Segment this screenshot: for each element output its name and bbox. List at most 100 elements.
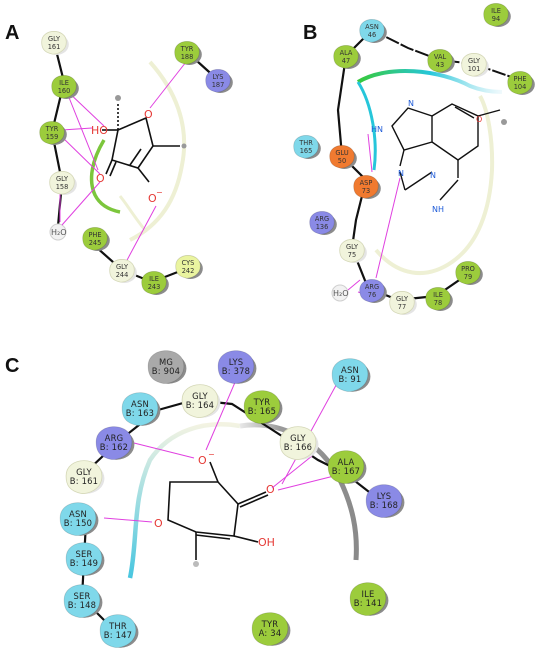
residue-body bbox=[455, 261, 481, 285]
residue-name: ARG bbox=[365, 283, 379, 291]
ligand-a bbox=[102, 104, 180, 183]
residue-body bbox=[327, 450, 365, 484]
residue-number: 77 bbox=[398, 303, 406, 311]
residue-body bbox=[333, 45, 359, 69]
atom-n-mid: N bbox=[398, 169, 404, 178]
ligand-c bbox=[167, 461, 269, 560]
residue-body bbox=[359, 19, 385, 43]
atom-n-top: N bbox=[408, 99, 414, 108]
residue-body bbox=[389, 291, 415, 315]
atom-ring-oxygen: O bbox=[154, 517, 163, 530]
residue-number: A: 34 bbox=[259, 628, 282, 638]
residue-number: 242 bbox=[182, 267, 195, 275]
water-label: H₂O bbox=[51, 228, 67, 237]
residue-body bbox=[329, 145, 355, 169]
methyl-dot bbox=[193, 561, 199, 567]
residue-number: 46 bbox=[368, 31, 376, 39]
residue-name: VAL bbox=[434, 53, 447, 61]
residue-body bbox=[147, 350, 185, 384]
atom-hydroxyl: OH bbox=[258, 536, 275, 549]
residue-number: B: 147 bbox=[104, 630, 132, 640]
atom-hydroxyl: HO bbox=[91, 124, 108, 137]
residue-body bbox=[49, 171, 75, 195]
residue-name: LYS bbox=[229, 357, 244, 367]
residue-name: CYS bbox=[182, 259, 195, 267]
residue-body bbox=[141, 271, 167, 295]
residue-body bbox=[331, 358, 369, 392]
residue-body bbox=[309, 211, 335, 235]
residue-number: B: 149 bbox=[70, 558, 98, 568]
residue-body bbox=[425, 287, 451, 311]
residue-number: B: 150 bbox=[64, 518, 92, 528]
pocket-outline bbox=[356, 68, 503, 94]
residue-body bbox=[293, 135, 319, 159]
residue-name: LYS bbox=[377, 491, 392, 501]
methyl-dot bbox=[501, 119, 507, 125]
residue-body bbox=[243, 390, 281, 424]
residue-body bbox=[63, 584, 101, 618]
residue-number: 245 bbox=[89, 239, 102, 247]
residue-name: ALA bbox=[338, 457, 355, 467]
residue-name: GLY bbox=[116, 263, 129, 271]
residue-number: 158 bbox=[56, 183, 69, 191]
residue-body bbox=[51, 75, 77, 99]
ligand-b bbox=[391, 103, 501, 201]
residue-body bbox=[427, 49, 453, 73]
residue-name: GLY bbox=[396, 295, 409, 303]
residue-name: ARG bbox=[105, 433, 124, 443]
residue-name: THR bbox=[298, 139, 313, 147]
residue-name: ASN bbox=[341, 365, 359, 375]
residue-name: GLY bbox=[192, 391, 208, 401]
residue-name: ALA bbox=[340, 49, 353, 57]
residue-name: GLY bbox=[76, 467, 92, 477]
residue-name: GLY bbox=[346, 243, 359, 251]
residue-body bbox=[109, 259, 135, 283]
residue-name: ASP bbox=[360, 179, 373, 187]
panel-letter-a: A bbox=[5, 22, 19, 44]
residue-number: B: 161 bbox=[70, 476, 98, 486]
residue-number: 76 bbox=[368, 291, 376, 299]
residue-body bbox=[365, 484, 403, 518]
residue-number: 101 bbox=[468, 65, 481, 73]
residue-body bbox=[217, 350, 255, 384]
residue-number: 136 bbox=[316, 223, 329, 231]
residue-number: 94 bbox=[492, 15, 500, 23]
residue-name: MG bbox=[159, 357, 173, 367]
residue-name: TYR bbox=[261, 619, 279, 629]
residue-number: 160 bbox=[58, 87, 71, 95]
residue-number: 43 bbox=[436, 61, 444, 69]
atom-oxide: O bbox=[198, 454, 207, 467]
residue-body bbox=[461, 53, 487, 77]
residue-body bbox=[507, 71, 533, 95]
residue-name: SER bbox=[73, 591, 90, 601]
residue-name: THR bbox=[108, 621, 127, 631]
panel-letter-c: C bbox=[5, 355, 19, 377]
residue-name: PHE bbox=[88, 231, 101, 239]
pocket-outline-green bbox=[89, 139, 121, 214]
residue-number: B: 904 bbox=[152, 366, 180, 376]
residue-name: GLY bbox=[290, 433, 306, 443]
residue-body bbox=[174, 41, 200, 65]
